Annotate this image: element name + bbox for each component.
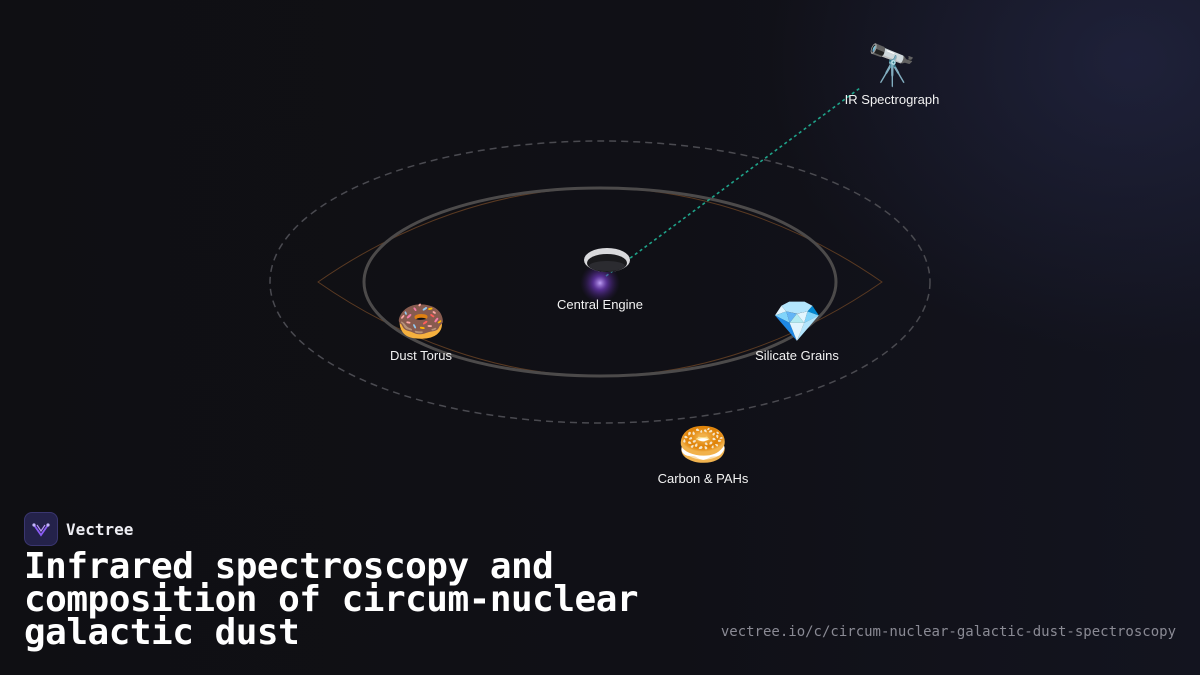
telescope-icon: 🔭 — [867, 43, 917, 89]
ir-spectrograph-label: IR Spectrograph — [844, 92, 940, 107]
silicate-grains-label: Silicate Grains — [755, 348, 839, 363]
brand-name: Vectree — [66, 519, 134, 539]
node-dust-torus: 🍩 Dust Torus — [390, 300, 452, 363]
brand: Vectree — [24, 512, 133, 546]
donut-icon: 🍩 — [396, 299, 446, 345]
torus-outline — [317, 187, 883, 377]
node-carbon-pahs: 🥯 Carbon & PAHs — [658, 423, 749, 486]
dust-torus-label: Dust Torus — [390, 348, 452, 363]
central-glow — [580, 263, 620, 303]
bagel-icon: 🥯 — [678, 422, 728, 468]
vectree-logo-icon — [24, 512, 58, 546]
page-title: Infrared spectroscopy and composition of… — [24, 546, 639, 653]
source-url: vectree.io/c/circum-nuclear-galactic-dus… — [720, 624, 1176, 640]
carbon-pahs-label: Carbon & PAHs — [657, 471, 749, 486]
central-engine-label: Central Engine — [557, 297, 643, 312]
black-hole-icon — [584, 248, 630, 272]
node-central-engine: Central Engine — [557, 293, 643, 312]
gem-icon: 💎 — [772, 299, 822, 345]
outer-dashed-orbit — [269, 140, 931, 424]
sightline — [605, 87, 861, 277]
inner-orbit — [362, 186, 838, 378]
node-ir-spectrograph: 🔭 IR Spectrograph — [845, 44, 940, 107]
node-silicate-grains: 💎 Silicate Grains — [755, 300, 839, 363]
